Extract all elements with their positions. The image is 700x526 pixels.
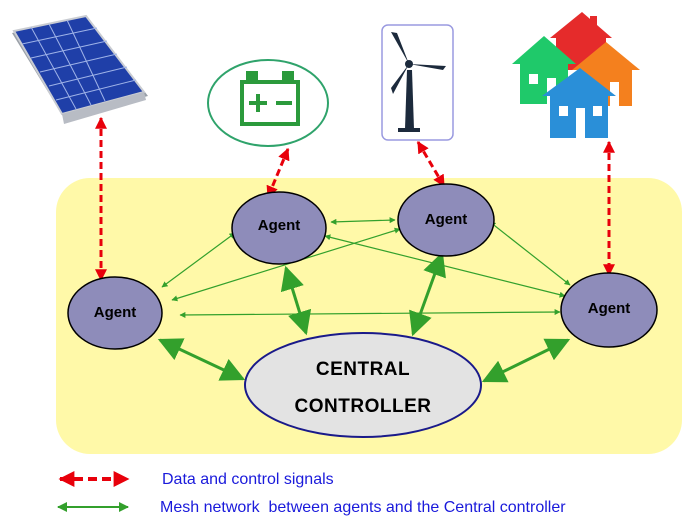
central-label-line1: CENTRAL (316, 359, 410, 380)
agent-solar: Agent (67, 276, 163, 350)
agent-label: Agent (94, 304, 137, 321)
mesh-arrows-central (157, 251, 571, 383)
central-controller: CENTRAL CONTROLLER (244, 332, 482, 438)
agent-label: Agent (258, 217, 301, 234)
legend: Data and control signals Mesh network be… (57, 471, 566, 516)
agent-label: Agent (425, 211, 468, 228)
agent-houses: Agent (560, 272, 658, 348)
central-label-line2: CONTROLLER (295, 396, 432, 417)
battery-icon (207, 59, 329, 147)
legend-mesh-label: Mesh network between agents and the Cent… (160, 499, 566, 516)
agent-battery: Agent (231, 191, 327, 265)
houses-icon (512, 12, 640, 138)
data-arrow-wind (416, 140, 446, 188)
data-arrow-battery (266, 147, 290, 199)
agent-label: Agent (588, 300, 631, 317)
solar-panel-icon (12, 14, 148, 124)
wind-turbine-icon (381, 24, 454, 141)
agent-wind: Agent (397, 183, 495, 257)
data-signal-arrows (95, 116, 615, 282)
legend-data-label: Data and control signals (162, 471, 334, 488)
